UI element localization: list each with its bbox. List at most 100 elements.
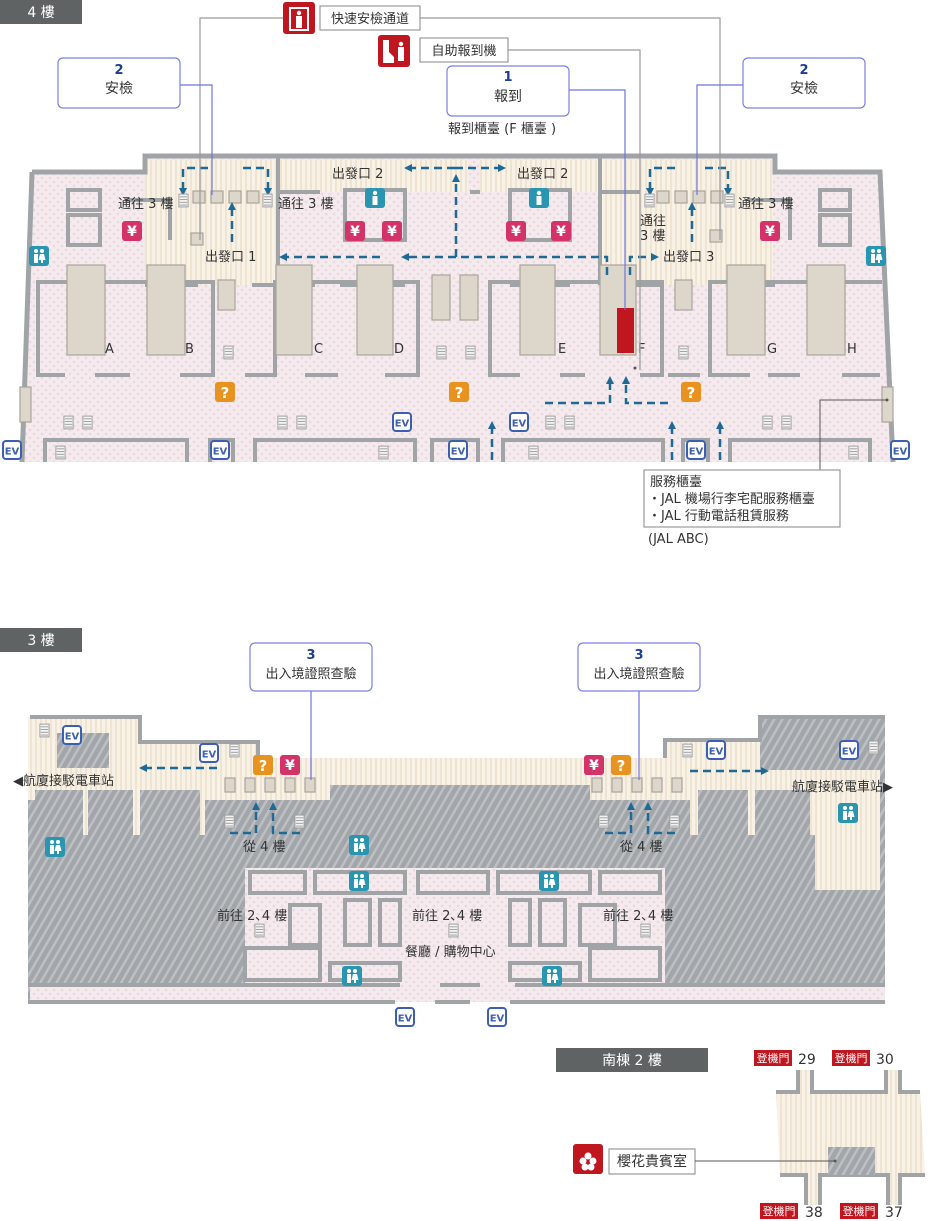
checkin-note: 報到櫃臺 (F 櫃臺 ) (448, 122, 556, 137)
immigration-booth (284, 777, 296, 793)
elevator-icon[interactable] (199, 743, 219, 763)
elevator-icon[interactable] (890, 440, 910, 460)
floor-4f-header (0, 0, 82, 24)
elevator-icon[interactable] (448, 440, 468, 460)
restroom-icon[interactable] (539, 871, 559, 891)
security-label: 安檢 (105, 80, 133, 97)
escalator-icon (277, 415, 288, 430)
restroom-icon[interactable] (365, 188, 385, 208)
south-2f-title: 南棟 2 樓 (602, 1053, 662, 1069)
elevator-icon[interactable] (839, 740, 859, 760)
gate-number: 30 (876, 1052, 894, 1068)
elevator-icon[interactable] (509, 412, 529, 432)
currency-exchange-icon[interactable] (122, 221, 142, 241)
restroom-icon[interactable] (29, 246, 49, 266)
departure-gate-3-label: 出發口 3 (663, 250, 714, 265)
elevator-icon[interactable] (62, 725, 82, 745)
information-icon[interactable] (611, 755, 631, 775)
escalator-icon (598, 814, 609, 829)
currency-exchange-icon[interactable] (584, 755, 604, 775)
kiosk (459, 274, 479, 321)
elevator-icon[interactable] (392, 412, 412, 432)
restroom-icon[interactable] (866, 246, 886, 266)
currency-exchange-icon[interactable] (382, 221, 402, 241)
security-gate (210, 190, 224, 204)
restroom-icon[interactable] (349, 835, 369, 855)
information-icon[interactable] (253, 755, 273, 775)
counter-d-island (356, 264, 394, 356)
immigration-booth (631, 777, 643, 793)
security-callout-right[interactable]: 2 安檢 (742, 57, 866, 109)
route-arrows (179, 164, 732, 460)
checkin-label: 報到 (494, 89, 522, 105)
restroom-icon[interactable] (838, 803, 858, 823)
restroom-icon[interactable] (529, 188, 549, 208)
information-icon[interactable] (681, 382, 701, 402)
immigration-booth (591, 777, 603, 793)
currency-exchange-icon[interactable] (760, 221, 780, 241)
counter-a-island (66, 264, 106, 356)
immigration-booth (651, 777, 663, 793)
to-3f-label-line1: 通往 (640, 214, 666, 229)
escalator-icon (781, 415, 792, 430)
floor-3f-title: 3 樓 (27, 633, 54, 649)
checkin-callout[interactable]: 1 報到 報到櫃臺 (F 櫃臺 ) (446, 65, 570, 137)
currency-exchange-icon[interactable] (551, 221, 571, 241)
sakura-lounge-callout[interactable]: 櫻花貴賓室 (573, 1144, 696, 1175)
floor-4f: 4 樓 (0, 0, 910, 547)
security-gate (692, 190, 706, 204)
information-icon[interactable] (449, 382, 469, 402)
restroom-icon[interactable] (542, 966, 562, 986)
restroom-icon[interactable] (45, 837, 65, 857)
escalator-icon (448, 923, 459, 938)
immigration-callout-right[interactable]: 3 出入境證照查驗 (577, 642, 701, 692)
from-4f-label: 從 4 樓 (243, 840, 286, 855)
tram-station-right-label[interactable]: 航廈接駁電車站▶ (792, 779, 893, 795)
elevator-icon[interactable] (706, 740, 726, 760)
fast-security-callout: 快速安檢通道 (283, 2, 421, 34)
immigration-callout-left[interactable]: 3 出入境證照查驗 (249, 642, 373, 692)
immigration-booth (224, 777, 236, 793)
currency-exchange-icon[interactable] (345, 221, 365, 241)
security-label: 安檢 (790, 80, 818, 97)
route-arrows (139, 764, 769, 835)
restroom-icon[interactable] (349, 871, 369, 891)
elevator-icon[interactable] (395, 1007, 415, 1027)
counter-a-label: A (105, 342, 114, 357)
service-item: ・JAL 行動電話租賃服務 (648, 508, 789, 524)
to-3f-label: 通往 3 樓 (278, 197, 334, 212)
gate-number: 37 (885, 1205, 903, 1221)
fast-security-gate (709, 229, 723, 243)
kiosk (19, 386, 32, 423)
departure-gate-2-label: 出發口 2 (332, 167, 383, 182)
immigration-label: 出入境證照查驗 (265, 666, 356, 682)
self-checkin-label: 自助報到機 (431, 44, 496, 59)
restroom-icon[interactable] (342, 966, 362, 986)
floor-3f-header (0, 628, 82, 652)
gate-38-label: 登機門 38 (760, 1203, 823, 1221)
escalator-icon (644, 193, 655, 208)
escalator-icon (436, 345, 447, 360)
gate-2-area-left (278, 160, 468, 192)
currency-exchange-icon[interactable] (280, 755, 300, 775)
elevator-icon[interactable] (487, 1007, 507, 1027)
elevator-icon[interactable] (210, 440, 230, 460)
elevator-icon[interactable] (686, 440, 706, 460)
tram-station-left-label[interactable]: ◀航廈接駁電車站 (13, 773, 114, 789)
currency-exchange-icon[interactable] (506, 221, 526, 241)
departure-gate-1-label: 出發口 1 (205, 250, 256, 265)
fast-security-label: 快速安檢通道 (331, 11, 409, 27)
elevator-icon[interactable] (2, 440, 22, 460)
service-title: 服務櫃臺 (650, 475, 702, 490)
counter-h-island (806, 264, 846, 356)
counter-f-label: F (638, 342, 645, 357)
step-number: 2 (799, 63, 808, 78)
to-2-4f-label: 前往 2､4 樓 (412, 908, 482, 924)
escalator-icon (465, 345, 476, 360)
escalator-icon (296, 415, 307, 430)
step-number: 2 (114, 63, 123, 78)
sakura-lounge-area[interactable] (828, 1147, 875, 1175)
security-callout-left[interactable]: 2 安檢 (57, 57, 181, 109)
information-icon[interactable] (215, 382, 235, 402)
counter-g-label: G (767, 342, 777, 357)
